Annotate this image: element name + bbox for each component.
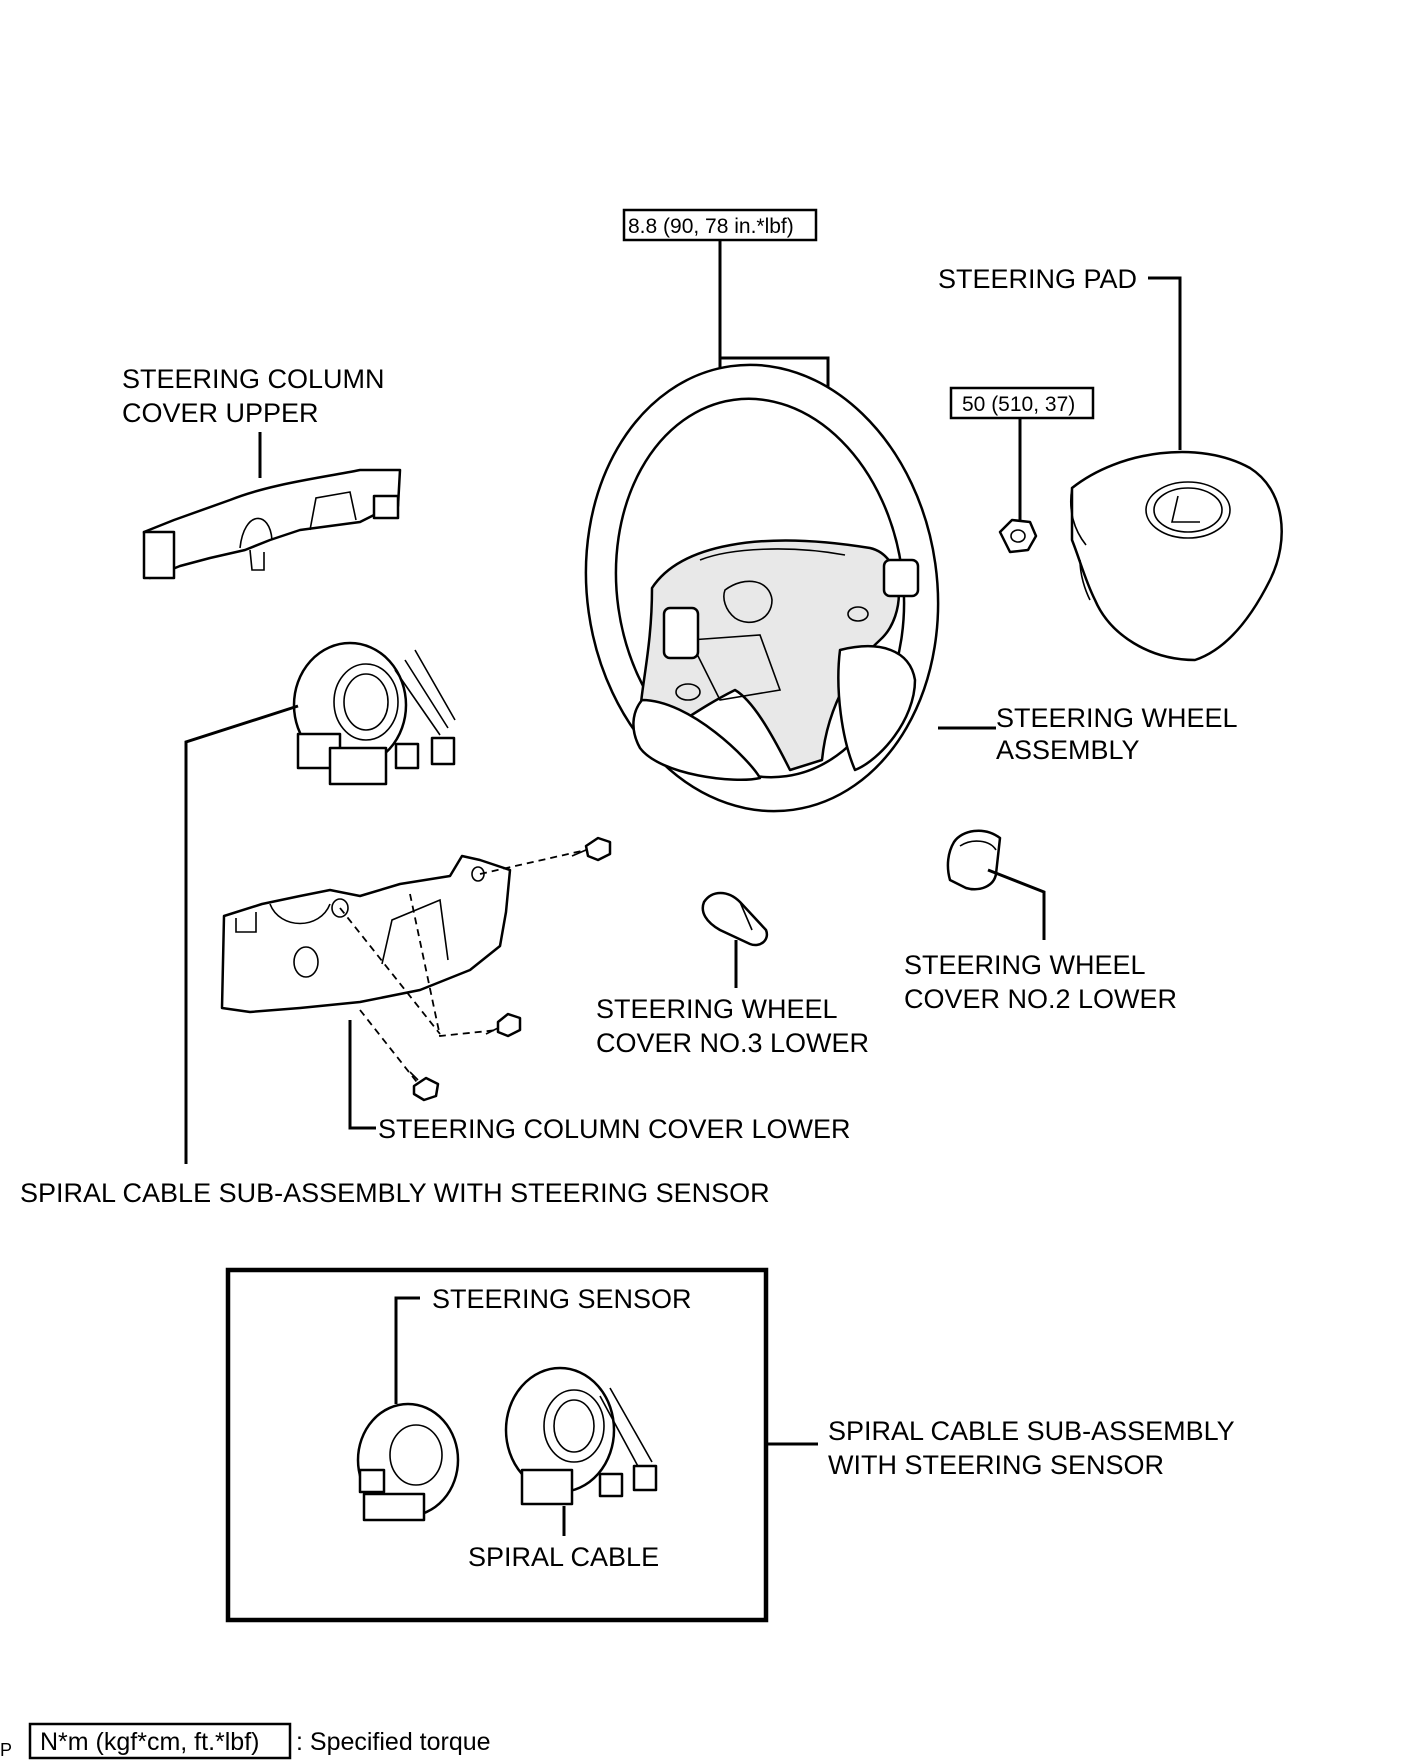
legend-unit-box: [28, 1722, 292, 1760]
inset-plug-1: [598, 1472, 624, 1498]
corner-mark: P: [0, 1740, 12, 1760]
label-spiral-sub-2: WITH STEERING SENSOR: [828, 1450, 1164, 1480]
label-wheel-assembly-2: ASSEMBLY: [996, 735, 1140, 765]
label-cover-no2-2: COVER NO.2 LOWER: [904, 984, 1177, 1014]
legend-description: : Specified torque: [296, 1728, 491, 1756]
label-steering-pad: STEERING PAD: [938, 264, 1137, 294]
label-cover-no3-1: STEERING WHEEL: [596, 994, 838, 1024]
spiral-cable-inset: [504, 1366, 658, 1536]
cover-tab-right: [372, 494, 400, 520]
svg-text:8.8 (90, 78 in.*lbf): 8.8 (90, 78 in.*lbf): [628, 215, 794, 238]
label-cover-no3-2: COVER NO.3 LOWER: [596, 1028, 869, 1058]
spiral-connector-base: [328, 746, 388, 786]
torque-legend: N*m (kgf*cm, ft.*lbf) : Specified torque: [28, 1722, 491, 1760]
screw-bottom: [409, 1071, 440, 1102]
spiral-plug-2: [430, 736, 456, 766]
label-column-cover-lower: STEERING COLUMN COVER LOWER: [378, 1114, 851, 1144]
svg-text:50 (510, 37): 50 (510, 37): [962, 393, 1075, 416]
cover-tab-left: [142, 530, 176, 580]
label-spiral-cable-main: SPIRAL CABLE SUB-ASSEMBLY WITH STEERING …: [20, 1178, 770, 1208]
right-switch-pad: [882, 558, 920, 598]
torque-callout-wheel: 8.8 (90, 78 in.*lbf): [622, 208, 830, 665]
inset-plug-2: [632, 1464, 658, 1492]
sensor-tab: [358, 1468, 386, 1494]
screw-top: [571, 836, 612, 862]
lower-left-spoke-opening: [632, 698, 762, 781]
left-switch-pad: [662, 606, 700, 660]
label-spiral-cable: SPIRAL CABLE: [468, 1542, 659, 1572]
wheel-cover-no3-lower: [701, 891, 769, 988]
spiral-cable-main: [184, 641, 456, 1164]
steering-sensor: [356, 1296, 460, 1522]
lower-right-spoke-opening: [837, 645, 917, 772]
detail-inset: STEERING SENSOR SPIRAL CABLE: [225, 1267, 769, 1623]
torque-callout-nut: 50 (510, 37): [949, 386, 1095, 522]
label-steering-sensor: STEERING SENSOR: [432, 1284, 692, 1314]
spiral-plug-1: [394, 742, 420, 770]
inset-connector-base: [520, 1468, 574, 1506]
legend-unit-text: N*m (kgf*cm, ft.*lbf): [40, 1728, 259, 1756]
steering-column-cover-lower: [220, 854, 512, 1130]
wheel-cover-no2-lower: [946, 829, 1046, 940]
label-cover-no2-1: STEERING WHEEL: [904, 950, 1146, 980]
label-wheel-assembly-1: STEERING WHEEL: [996, 703, 1238, 733]
steering-pad: [1070, 276, 1283, 662]
label-spiral-sub-1: SPIRAL CABLE SUB-ASSEMBLY: [828, 1416, 1235, 1446]
screw-middle: [485, 1012, 522, 1038]
label-column-cover-upper-2: COVER UPPER: [122, 398, 319, 428]
cover-screws: [339, 836, 612, 1102]
sensor-connector: [362, 1492, 426, 1522]
label-column-cover-upper-1: STEERING COLUMN: [122, 364, 385, 394]
steering-column-cover-upper: [142, 432, 402, 580]
nut: [998, 518, 1038, 554]
steering-wheel-assembly: [584, 363, 996, 813]
lexus-logo-icon: [1145, 481, 1231, 539]
